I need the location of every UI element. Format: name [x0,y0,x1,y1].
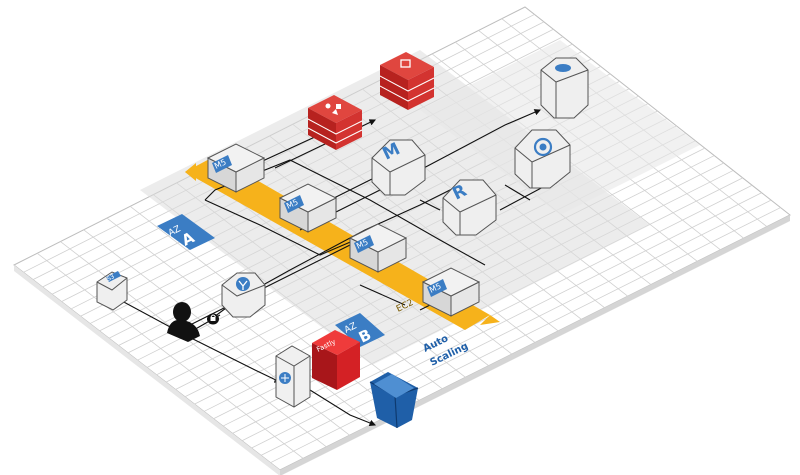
memcached-cache-icon [379,52,435,110]
redis-cache-icon [307,95,363,150]
az-b-tag: AZ B [335,313,385,347]
rds-replica-icon: R [442,179,497,236]
az-b-prefix: AZ [343,321,358,335]
m5-instance: M5 [206,143,266,193]
subnet-regions [140,40,700,365]
fastly-cdn-icon: Fastly [312,330,360,390]
rds-master-letter: M [379,139,403,164]
s3-label: S3 [106,273,116,283]
m5-instance: M5 [348,223,408,273]
s3-bucket-icon: S3 [96,271,128,311]
elasticsearch-icon [514,129,571,189]
glacier-bucket-icon [369,372,419,429]
elastic-load-balancer-icon [221,272,266,318]
lock-icon [207,313,219,325]
m5-instance: M5 [421,267,481,317]
cloudfront-icon [275,345,311,408]
m5-instance: M5 [278,183,338,233]
user-icon [167,302,200,342]
az-a-tag: AZ A [157,214,215,250]
rds-master-icon: M [371,139,426,196]
az-a-prefix: AZ [167,224,182,238]
ec2-band [185,156,500,330]
simple-db-icon [540,57,589,119]
